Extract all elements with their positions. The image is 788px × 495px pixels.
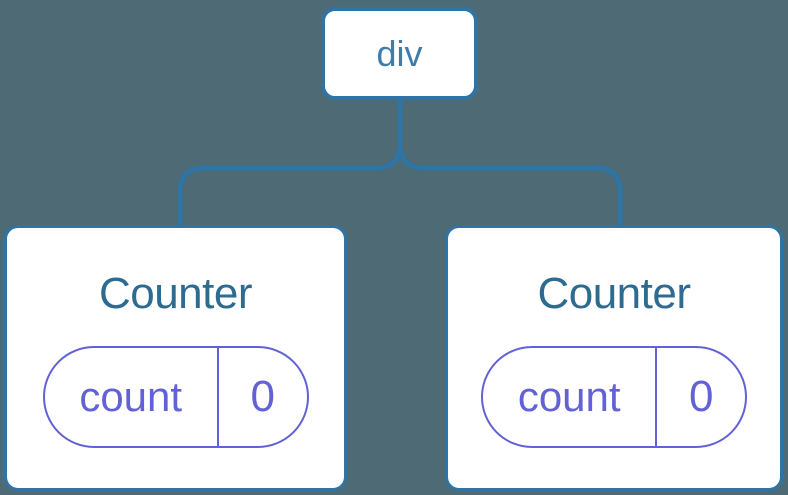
state-name: count [517, 373, 621, 420]
state-value: 0 [216, 348, 307, 446]
tree-node-div: div [321, 7, 478, 100]
state-value: 0 [655, 348, 745, 446]
component-card-counter-2: Counter count 0 [445, 225, 783, 491]
state-pill: count 0 [42, 346, 309, 448]
component-title: Counter [98, 269, 253, 318]
tree-node-div-label: div [376, 32, 423, 74]
component-card-counter-1: Counter count 0 [4, 225, 347, 491]
connector-path-right [397, 144, 623, 227]
component-title: Counter [537, 269, 691, 318]
connector-path-left [177, 100, 403, 227]
state-pill: count 0 [481, 346, 747, 448]
state-name: count [79, 373, 183, 420]
